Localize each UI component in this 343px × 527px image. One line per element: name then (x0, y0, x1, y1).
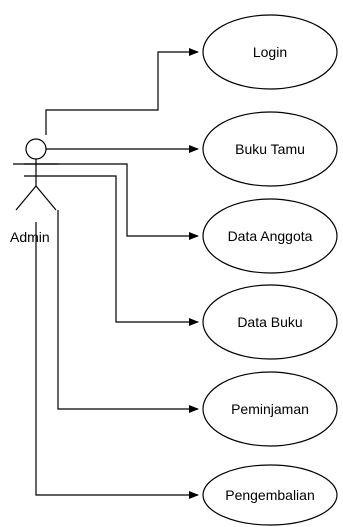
actor-label: Admin (10, 229, 50, 245)
use-case-label: Login (253, 44, 287, 60)
use-case-peminjaman: Peminjaman (202, 371, 338, 447)
use-case-ellipse (202, 111, 338, 187)
use-case-ellipse (202, 14, 338, 90)
connector-login (45, 48, 199, 135)
admin-actor: Admin (10, 138, 59, 245)
use-case-ellipse (202, 284, 338, 360)
use-case-pengembalian: Pengembalian (202, 464, 338, 526)
use-case-label: Peminjaman (231, 401, 309, 417)
use-case-label: Data Anggota (228, 228, 313, 244)
use-case-data-buku: Data Buku (202, 284, 338, 360)
actor-head (25, 138, 47, 160)
use-case-ellipse (202, 371, 338, 447)
connector-pengembalian (35, 222, 199, 499)
use-case-ellipse (202, 464, 338, 526)
connector-data-anggota (24, 163, 199, 240)
actor-right-leg (35, 185, 57, 211)
use-case-ellipse (202, 198, 338, 274)
use-case-label: Buku Tamu (235, 141, 305, 157)
use-case-login: Login (202, 14, 338, 90)
use-case-buku-tamu: Buku Tamu (202, 111, 338, 187)
use-case-label: Data Buku (237, 314, 302, 330)
connector-data-buku (24, 175, 199, 326)
connector-peminjaman (57, 210, 199, 413)
use-case-label: Pengembalian (225, 487, 315, 503)
actor-left-leg (15, 185, 37, 211)
use-case-data-anggota: Data Anggota (202, 198, 338, 274)
